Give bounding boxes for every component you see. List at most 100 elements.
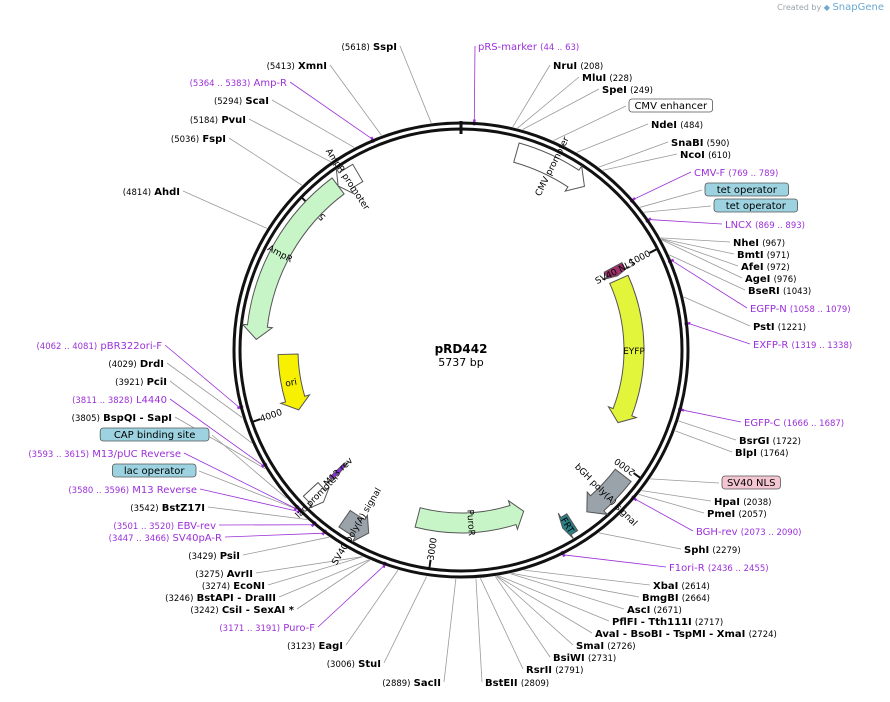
site-name: Puro-F bbox=[283, 623, 315, 634]
site-location: (3542) bbox=[130, 504, 158, 514]
site-location: (3593 .. 3615) bbox=[28, 450, 89, 460]
site-bspqi-sapi: (3805) BspQI - SapI bbox=[72, 413, 172, 424]
site-name: BmtI bbox=[737, 250, 764, 261]
site-name: SmaI bbox=[576, 641, 604, 652]
feature-label-eyfp: EYFP bbox=[623, 347, 645, 357]
leader-ahdi bbox=[182, 190, 268, 229]
site-location: (2664) bbox=[682, 594, 710, 604]
site-location: (1221) bbox=[778, 323, 806, 333]
leader-blpi bbox=[675, 430, 733, 453]
leader-snabi bbox=[598, 141, 669, 168]
feature-ampr bbox=[241, 177, 345, 341]
leader-spei bbox=[522, 88, 600, 130]
site-location: (2726) bbox=[607, 642, 635, 652]
feature-ori bbox=[277, 353, 311, 411]
site-location: (3501 .. 3520) bbox=[113, 522, 174, 532]
site-location: (2057) bbox=[738, 510, 766, 520]
site-location: (5294) bbox=[214, 97, 242, 107]
feature-label-m13-rev: M13 rev bbox=[322, 456, 355, 489]
box-label-sv40-nls: SV40 NLS bbox=[727, 478, 776, 489]
leader-f1ori-r bbox=[563, 554, 667, 568]
site-location: (3429) bbox=[188, 552, 216, 562]
site-location: (967) bbox=[762, 239, 785, 249]
site-name: Amp-R bbox=[254, 78, 288, 89]
leader-bstapi-draiii bbox=[278, 559, 370, 598]
box-tet-operator bbox=[704, 182, 789, 197]
site-location: (5413) bbox=[267, 62, 295, 72]
site-blpi: BlpI (1764) bbox=[735, 448, 788, 459]
feature-m13-rev bbox=[327, 461, 350, 484]
site-ndei: NdeI (484) bbox=[651, 120, 703, 131]
site-location: (4814) bbox=[123, 188, 151, 198]
site-location: (971) bbox=[767, 251, 790, 261]
leader-eagi bbox=[345, 569, 399, 646]
site-name: BstZ17I bbox=[162, 503, 205, 514]
leader-psii bbox=[242, 536, 330, 556]
site-location: (5618) bbox=[342, 43, 370, 53]
site-name: NheI bbox=[733, 238, 759, 249]
site-asci: AscI (2671) bbox=[627, 605, 682, 616]
site-name: M13 Reverse bbox=[132, 485, 197, 496]
site-bstapi-draiii: (3246) BstAPI - DraIII bbox=[165, 593, 276, 604]
leader-pmei bbox=[638, 493, 705, 514]
leader-sacii bbox=[443, 578, 457, 683]
site-name: BspQI - SapI bbox=[103, 413, 172, 424]
leader-bmti bbox=[661, 238, 735, 255]
site-location: (3274) bbox=[202, 582, 230, 592]
site-sphi: SphI (2279) bbox=[684, 545, 741, 556]
site-bsteii: BstEII (2809) bbox=[485, 678, 549, 689]
site-f1ori-r: F1ori-R (2436 .. 2455) bbox=[669, 563, 769, 574]
site-stui: (3006) StuI bbox=[327, 659, 381, 670]
site-bsiwi: BsiWI (2731) bbox=[553, 653, 616, 664]
site-name: AhdI bbox=[154, 187, 180, 198]
site-nhei: NheI (967) bbox=[733, 238, 785, 249]
leader-exfp-r bbox=[688, 323, 751, 345]
leader-econi bbox=[267, 556, 363, 586]
leader-smai bbox=[496, 575, 574, 646]
site-name: pRS-marker bbox=[478, 42, 538, 53]
leader-bsteii bbox=[475, 578, 483, 683]
site-pmei: PmeI (2057) bbox=[707, 509, 767, 520]
site-rsrii: RsrII (2791) bbox=[526, 665, 583, 676]
site-location: (590) bbox=[707, 139, 730, 149]
leader-amp-r bbox=[289, 81, 373, 140]
site-m13-puc-reverse: (3593 .. 3615) M13/pUC Reverse bbox=[28, 449, 181, 460]
site-snabi: SnaBI (590) bbox=[671, 138, 729, 149]
site-name: BlpI bbox=[735, 448, 757, 459]
site-pflfi-tth111i: PflFI - Tth111I (2717) bbox=[612, 617, 723, 628]
tick-mark-2000 bbox=[633, 472, 642, 480]
site-location: (972) bbox=[767, 263, 790, 273]
leader-nhei bbox=[660, 237, 731, 243]
site-location: (4062 .. 4081) bbox=[36, 342, 97, 352]
site-name: BsiWI bbox=[553, 653, 585, 664]
leader-sv40pa-r bbox=[224, 532, 324, 538]
site-name: BstEII bbox=[485, 678, 518, 689]
site-agei: AgeI (976) bbox=[745, 274, 796, 285]
site-egfp-c: EGFP-C (1666 .. 1687) bbox=[744, 418, 844, 429]
leader-avrii bbox=[255, 556, 363, 574]
leader-m13-puc-reverse bbox=[183, 452, 297, 509]
plasmid-name: pRD442 bbox=[435, 342, 488, 356]
plasmid-size: 5737 bp bbox=[438, 356, 483, 369]
leader-hpai bbox=[641, 490, 712, 502]
site-prs-marker: pRS-marker (44 .. 63) bbox=[478, 42, 579, 53]
leader-xbai bbox=[523, 569, 651, 586]
site-name: AscI bbox=[627, 605, 650, 616]
feature-frt bbox=[557, 512, 579, 540]
credit-text: Created by bbox=[777, 3, 822, 12]
site-avrii: (3275) AvrII bbox=[195, 569, 253, 580]
box-tet-operator bbox=[713, 198, 798, 213]
site-name: XbaI bbox=[653, 581, 678, 592]
site-location: (5184) bbox=[190, 116, 218, 126]
site-location: (2791) bbox=[555, 666, 583, 676]
site-location: (2717) bbox=[695, 618, 723, 628]
site-name: BGH-rev bbox=[696, 527, 738, 538]
site-ebv-rev: (3501 .. 3520) EBV-rev bbox=[113, 521, 216, 532]
site-name: L4440 bbox=[136, 395, 167, 406]
site-location: (3123) bbox=[287, 642, 315, 652]
site-ahdi: (4814) AhdI bbox=[123, 187, 180, 198]
site-location: (3171 .. 3191) bbox=[219, 624, 280, 634]
feature-cmv-promoter bbox=[513, 142, 585, 192]
site-name: EcoNI bbox=[233, 581, 265, 592]
leader-l4440 bbox=[169, 398, 264, 467]
